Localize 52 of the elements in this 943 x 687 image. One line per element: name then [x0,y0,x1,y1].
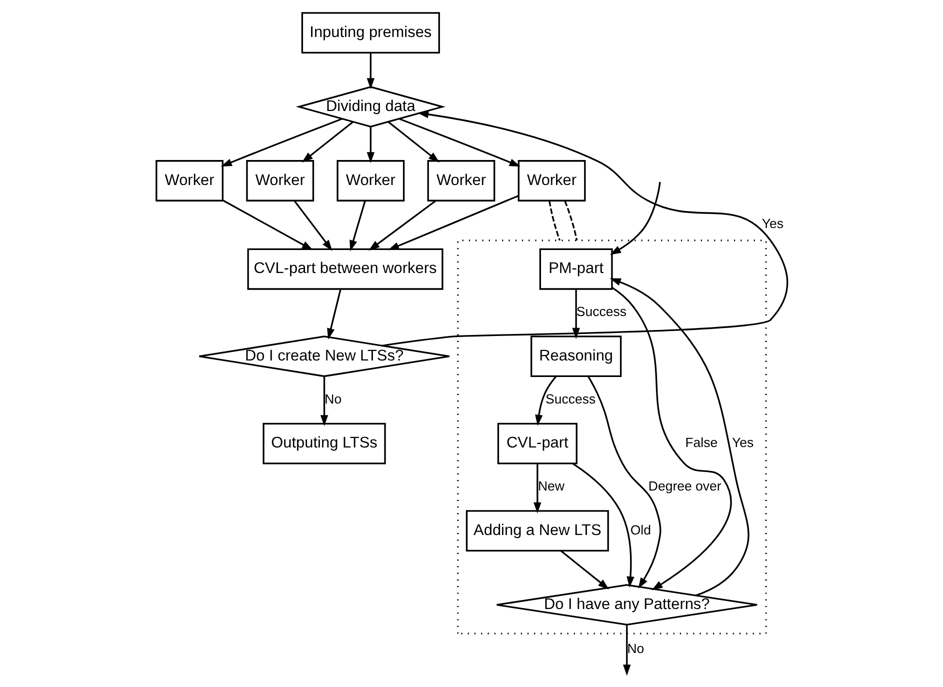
edge-label: Success [576,304,626,320]
cluster [456,240,766,634]
edge-label: Degree over [648,478,721,494]
edge-label: No [626,640,644,656]
arrow [609,278,749,596]
arrow [587,376,661,589]
node-box: PM-part [538,248,612,290]
node-box: Worker [517,160,586,202]
node-box: Reasoning [530,336,622,378]
arrow [622,625,630,676]
arrow [222,200,313,250]
arrow [611,286,732,590]
node-box: Outputing LTSs [262,422,386,464]
node-box: CVL-part [496,422,577,464]
node-box: Worker [336,160,404,202]
node-box: CVL-part between workers [246,248,443,290]
arrow [301,121,353,162]
node-diamond: Dividing data [295,86,445,128]
arrow [326,288,341,340]
edge-label: Yes [761,216,783,231]
arrow [387,194,518,250]
edge-label: False [684,435,718,450]
arrow [293,200,332,251]
arrow [220,118,342,167]
edge-label: Old [630,522,650,538]
arrow [349,200,366,252]
arrow [572,289,580,339]
arrow [533,464,541,514]
arrow [382,110,788,346]
node-box: Adding a New LTS [465,510,608,552]
edge-label: Success [545,391,596,406]
arrow [609,182,660,255]
node-box: Worker [155,160,223,202]
node-diamond: Do I have any Patterns? [495,584,758,626]
arrow [320,376,328,426]
arrow [366,126,374,164]
arrow [572,462,634,588]
arrow [366,52,374,90]
edge-label: New [537,478,564,494]
node-diamond: Do I create New LTSs? [198,336,450,378]
arrow [398,118,520,167]
connector [548,200,560,241]
arrow [388,121,439,162]
arrow [560,550,609,590]
edge-label: No [324,391,342,406]
connector [564,200,578,241]
arrow [534,376,556,426]
node-box: Worker [426,160,495,202]
arrow [368,200,436,251]
node-box: Inputing premises [300,12,440,54]
node-box: Worker [246,160,314,202]
edge-label: Yes [732,435,754,450]
